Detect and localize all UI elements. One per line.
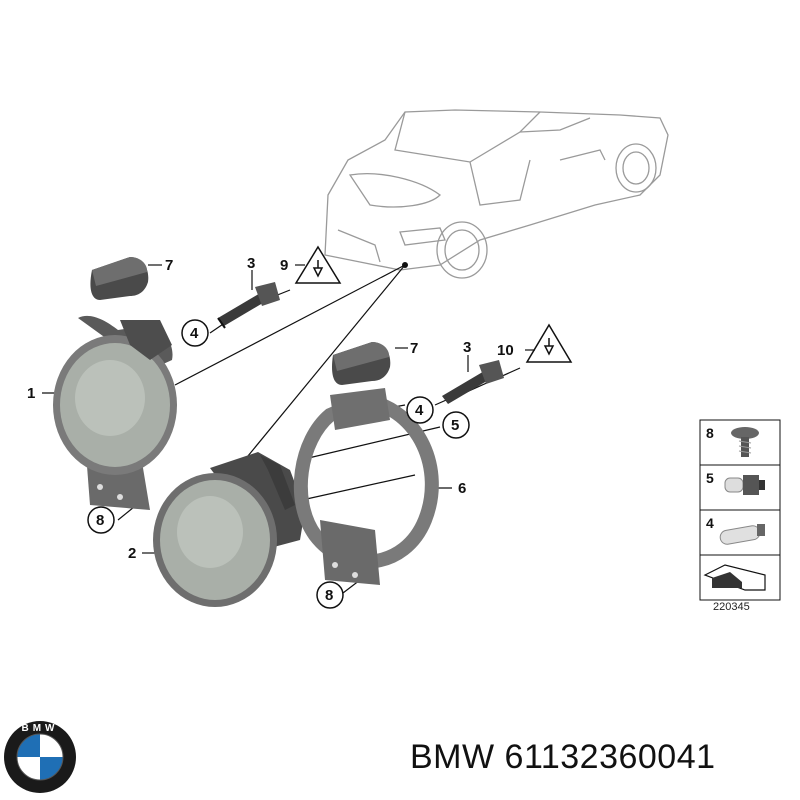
legend-number-4: 4 [706,515,714,531]
bmw-logo: BMW [4,721,76,793]
car-outline [324,109,669,279]
bmw-logo-lettering: BMW [22,723,59,734]
callout-8: 8 [325,587,333,604]
warning-triangle-icon [525,323,573,363]
bulb-part-3 [217,282,280,329]
bulb-part-3 [442,360,504,404]
legend-number-5: 5 [706,470,714,486]
warning-triangle-icon [294,245,342,284]
ring-bracket-part-6 [293,388,439,585]
cover-cap-part-7 [90,257,149,300]
callout-9: 9 [280,257,288,274]
bulb-capsule-icon [719,524,765,545]
part-number: 61132360041 [504,738,716,776]
brand-name: BMW [410,738,495,776]
callout-5: 5 [451,417,459,434]
diagram-reference-number: 220345 [713,601,750,613]
callout-7: 7 [410,340,418,357]
callout-6: 6 [458,480,466,497]
callout-1: 1 [27,385,35,402]
notice-arrow-icon [703,564,766,591]
callout-3: 3 [247,255,255,272]
screw-icon [731,427,759,457]
bulb-h8-icon [724,475,765,495]
callout-4: 4 [415,402,424,419]
legend-number-8: 8 [706,425,714,441]
part-caption: BMW 61132360041 [410,738,716,777]
callout-2: 2 [128,545,136,562]
callout-7: 7 [165,257,173,274]
parts-legend: 8 5 4 [699,419,781,601]
callout-10: 10 [497,342,514,359]
callout-8: 8 [96,512,104,529]
callout-3: 3 [463,339,471,356]
fog-light-part-2 [153,452,305,607]
callout-circle [87,319,470,609]
cover-cap-part-7 [332,342,391,385]
fog-light-part-1 [53,315,177,510]
callout-4: 4 [190,325,199,342]
